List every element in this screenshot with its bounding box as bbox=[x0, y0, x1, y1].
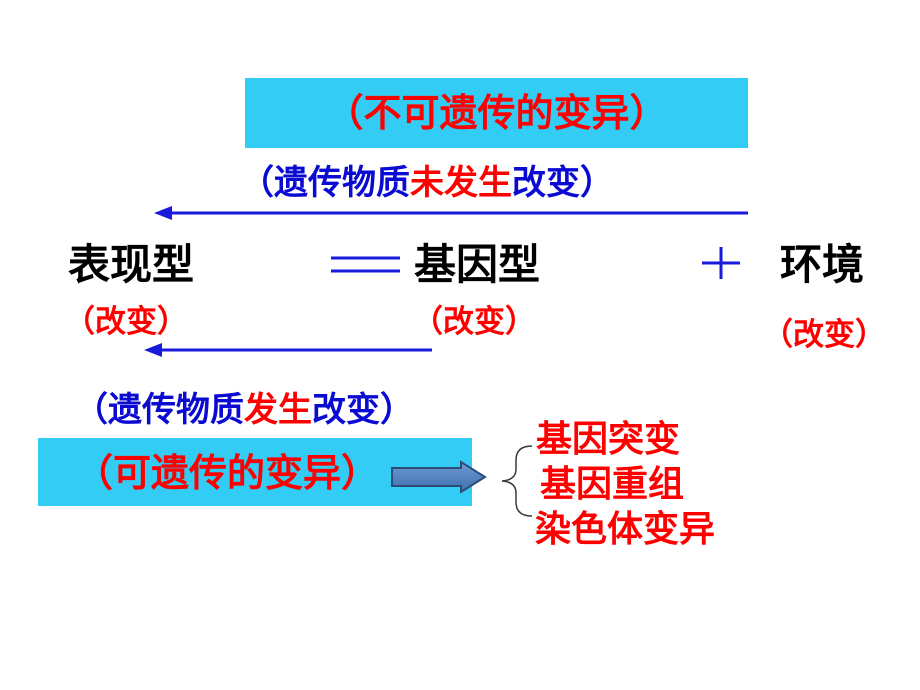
note-part: （遗传物质 bbox=[240, 163, 410, 203]
equals-icon bbox=[331, 256, 400, 273]
genetic-material-changed-note: （遗传物质发生改变） bbox=[74, 388, 414, 432]
variation-type-gene-recombination: 基因重组 bbox=[540, 464, 685, 505]
note-emphasis: 未发生 bbox=[410, 163, 512, 203]
non-heritable-variation-box: （不可遗传的变异） bbox=[245, 78, 748, 148]
phenotype-change-label: （改变） bbox=[64, 304, 188, 340]
note-emphasis: 发生 bbox=[244, 390, 312, 430]
arrow-left-icon bbox=[154, 206, 748, 220]
note-part: （遗传物质 bbox=[74, 390, 244, 430]
heritable-variation-label: （可遗传的变异） bbox=[75, 451, 380, 495]
plus-icon bbox=[702, 247, 740, 279]
phenotype-term: 表现型 bbox=[68, 240, 195, 289]
heritable-variation-box: （可遗传的变异） bbox=[38, 438, 472, 506]
variation-type-chromosome-variation: 染色体变异 bbox=[535, 509, 716, 550]
non-heritable-variation-label: （不可遗传的变异） bbox=[325, 91, 668, 135]
genotype-change-label: （改变） bbox=[412, 304, 536, 340]
environment-change-label: （改变） bbox=[762, 317, 886, 353]
arrow-left-icon bbox=[144, 343, 432, 357]
variation-type-gene-mutation: 基因突变 bbox=[536, 419, 681, 460]
environment-term: 环境 bbox=[780, 240, 865, 289]
genotype-term: 基因型 bbox=[414, 240, 541, 289]
note-part: 改变） bbox=[512, 163, 614, 203]
note-part: 改变） bbox=[312, 390, 414, 430]
genetic-material-unchanged-note: （遗传物质未发生改变） bbox=[240, 161, 614, 205]
left-brace-icon bbox=[501, 445, 533, 517]
